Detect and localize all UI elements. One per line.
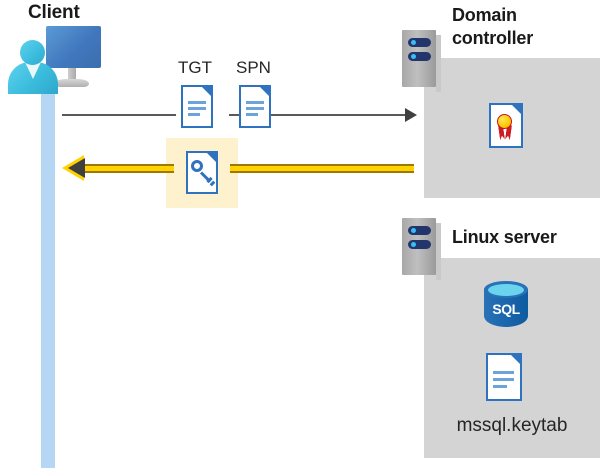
tgt-document-icon — [181, 85, 213, 128]
document-page — [486, 353, 522, 401]
linux-server-title: Linux server — [452, 227, 557, 247]
document-text-line — [188, 107, 206, 110]
document-text-line — [246, 101, 264, 104]
spn-label: SPN — [236, 58, 271, 77]
domain-controller-server-icon — [402, 30, 441, 92]
key-ring — [191, 160, 203, 172]
certificate-seal — [497, 114, 512, 129]
monitor-base-icon — [55, 79, 89, 87]
sql-label: SQL — [492, 301, 520, 317]
user-head-icon — [20, 40, 45, 65]
server-bay — [408, 226, 431, 235]
document-fold — [509, 353, 522, 366]
service-ticket-key-document-icon — [186, 151, 218, 194]
tgt-label: TGT — [178, 58, 212, 77]
document-text-line — [188, 101, 206, 104]
request-arrow-segment-left — [62, 114, 176, 116]
document-text-line — [188, 113, 200, 116]
server-bay — [408, 240, 431, 249]
server-bay — [408, 38, 431, 47]
request-arrow-segment-right — [229, 114, 409, 116]
server-led — [411, 54, 416, 59]
document-text-line — [493, 378, 514, 381]
client-computer-icon — [8, 26, 103, 94]
response-arrow-segment-right — [230, 164, 414, 173]
document-text-line — [246, 113, 258, 116]
client-lifeline — [41, 76, 55, 468]
user-collar-icon — [25, 62, 41, 79]
keytab-filename-label: mssql.keytab — [456, 415, 568, 436]
response-arrow-segment-left — [78, 164, 174, 173]
response-arrow-left-inner-icon — [68, 158, 85, 178]
server-bay — [408, 52, 431, 61]
document-fold — [205, 151, 218, 164]
spn-document-icon — [239, 85, 271, 128]
certificate-document-icon — [489, 103, 523, 148]
document-fold — [510, 103, 523, 116]
request-arrow-right-icon — [405, 108, 417, 122]
keytab-document-icon — [486, 353, 522, 401]
monitor-neck-icon — [68, 68, 76, 81]
database-cylinder-top-inner — [488, 284, 524, 296]
server-led — [411, 228, 416, 233]
document-text-line — [246, 107, 264, 110]
server-led — [411, 242, 416, 247]
sql-database-icon: SQL — [484, 281, 528, 334]
server-led — [411, 40, 416, 45]
linux-server-icon — [402, 218, 441, 280]
document-text-line — [493, 371, 514, 374]
client-title: Client — [28, 2, 80, 23]
document-fold — [200, 85, 213, 98]
document-text-line — [493, 385, 507, 388]
monitor-screen-icon — [46, 26, 101, 68]
domain-controller-title: Domain controller — [452, 5, 534, 48]
document-fold — [258, 85, 271, 98]
